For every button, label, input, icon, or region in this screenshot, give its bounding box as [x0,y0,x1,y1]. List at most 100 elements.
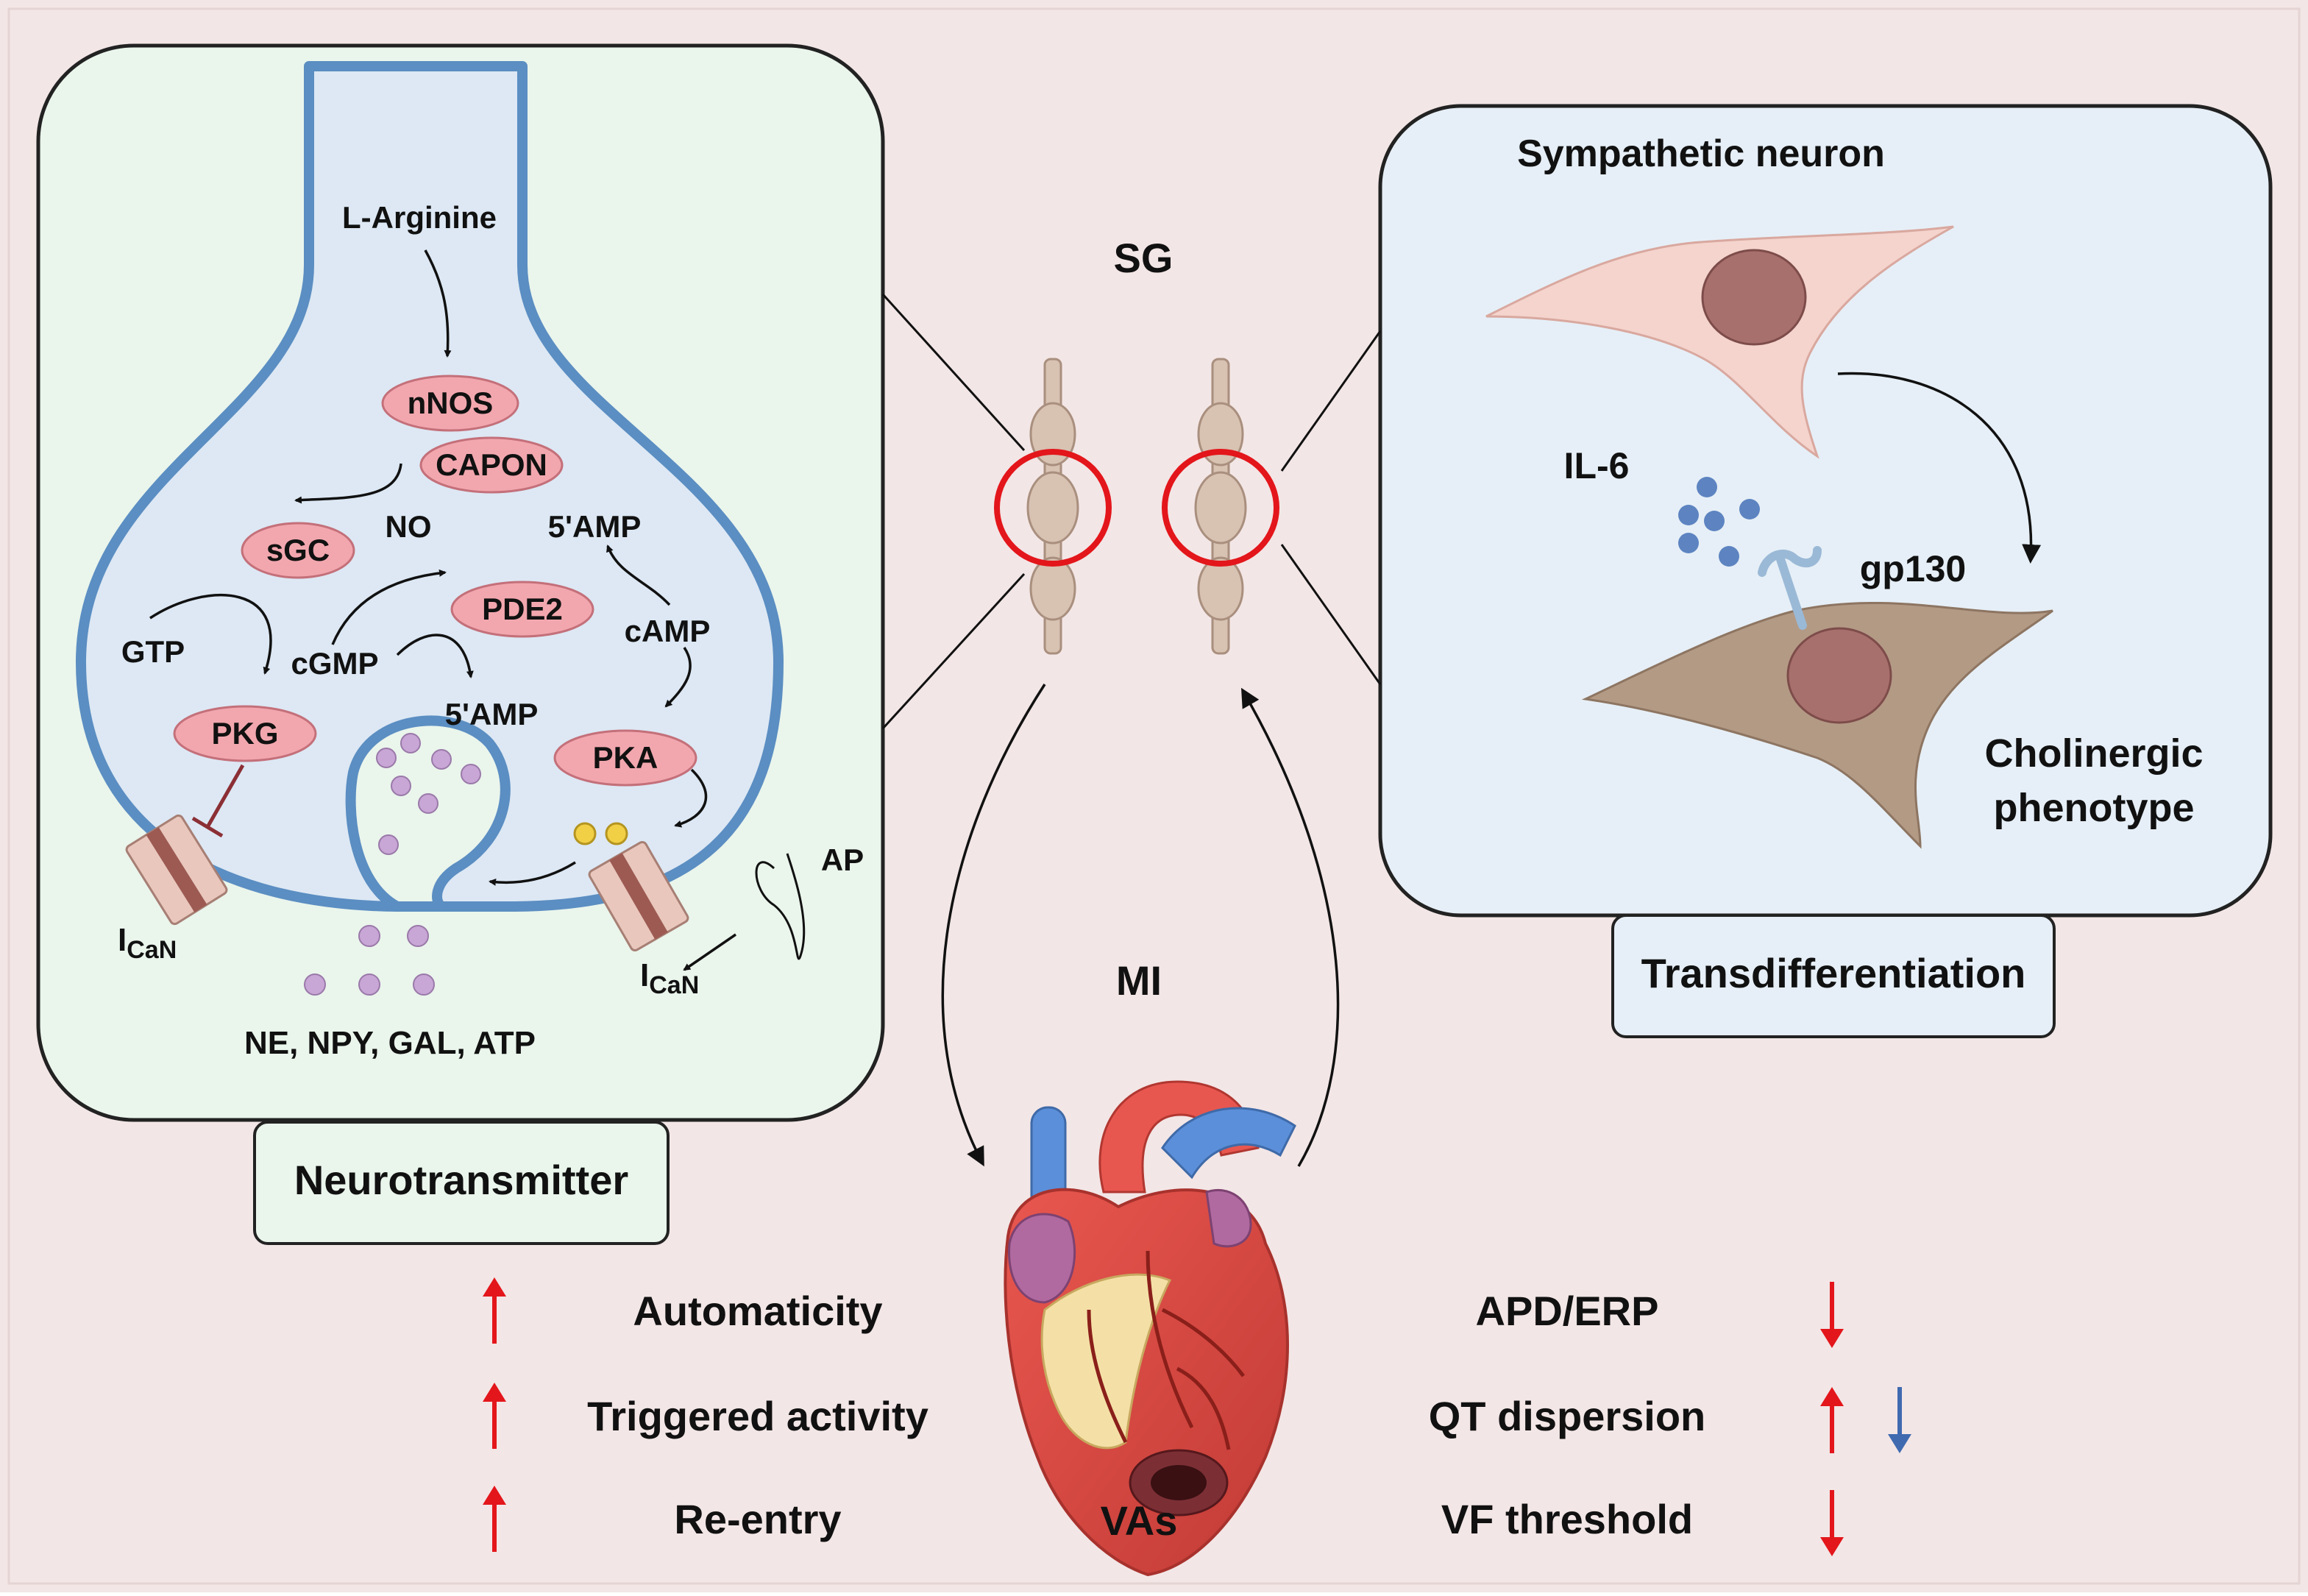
il6-molecules [1678,477,1760,567]
connector-lines [881,293,1382,730]
pulmonary-artery [1161,1107,1296,1180]
effect-arrow-up [483,1277,506,1344]
label-5amp-mid: 5'AMP [445,697,539,731]
label-mi: MI [1116,957,1162,1004]
arrow-channel-release [489,861,576,886]
transdifferentiation-title: Transdifferentiation [1641,950,2026,996]
effects-right: APD/ERP QT dispersion VF threshold [1429,1282,1911,1556]
calcium-ion-dot [573,822,597,845]
arrow-camp-pka [664,647,692,708]
label-capon: CAPON [436,447,547,482]
label-pkg: PKG [211,716,278,751]
effect-label-qt-dispersion: QT dispersion [1429,1393,1706,1439]
axon-terminal [76,61,784,912]
sg-highlight-left [994,449,1112,567]
label-camp: cAMP [625,614,711,648]
action-potential-wave [755,853,806,960]
effect-label-reentry: Re-entry [674,1496,841,1542]
arrow-ap-ican [683,933,736,971]
ganglion-chain-right [1194,358,1247,655]
sgc-enzyme [241,522,355,579]
background-frame [7,7,2301,1585]
infarct-core [1151,1465,1207,1500]
vesicle [358,973,380,996]
vesicle [431,749,452,770]
label-pka: PKA [593,740,658,775]
sympathetic-neuron-cell [1485,225,1954,459]
label-ap: AP [821,843,864,877]
vesicle [358,925,380,947]
label-no: NO [386,509,432,544]
label-vas: VAs [1101,1497,1178,1544]
pkg-enzyme [173,705,317,762]
vesicle [378,834,399,855]
calcium-channel-left [125,814,228,926]
label-il6: IL-6 [1564,445,1630,486]
label-cgmp: cGMP [291,646,378,681]
effect-arrow-up [483,1486,506,1552]
right-atrium [1008,1213,1076,1304]
label-ican-right: ICaN [640,957,699,999]
sg-highlight-right [1162,449,1279,567]
heart-illustration [1004,1080,1296,1577]
label-l-arginine: L-Arginine [342,200,497,235]
effect-arrow-up [483,1383,506,1449]
epicardial-fat [1040,1273,1172,1450]
arrow-gtp-pkg [149,594,272,675]
neurotransmitter-label-box: Neurotransmitter [253,1121,670,1245]
vesicle [461,764,481,784]
effect-label-triggered-activity: Triggered activity [587,1393,928,1439]
arrow-sg-to-heart [941,684,1046,1167]
sympathetic-nucleus [1701,249,1807,346]
arrow-camp-5amp [606,545,671,606]
arrow-nnos-sgc [294,463,402,504]
effect-arrow-up [1820,1387,1844,1453]
label-phenotype: phenotype [1993,786,2194,830]
label-5amp-top: 5'AMP [548,509,642,544]
effect-label-vf-threshold: VF threshold [1441,1496,1693,1542]
label-gp130: gp130 [1860,548,1967,589]
neurotransmitter-panel: L-Arginine nNOS CAPON sGC NO 5'AMP PDE2 … [36,43,885,1122]
vesicle [304,973,326,996]
label-sympathetic-neuron: Sympathetic neuron [1517,132,1885,175]
arrow-pka-channel [674,768,708,828]
vesicles [304,733,481,996]
vesicle [391,776,411,796]
arrow-pde2-5amp [396,634,474,678]
neurotransmitter-title: Neurotransmitter [294,1157,628,1203]
label-ican-left: ICaN [118,922,177,964]
vesicle [376,748,397,768]
coronary-vessels [1087,1250,1245,1450]
transdifferentiation-panel: Sympathetic neuron IL-6 gp130 Cholinergi… [1378,104,2273,918]
pathway-arrows [149,249,736,971]
gp130-receptor [1758,546,1822,630]
cholinergic-nucleus [1786,627,1892,724]
calcium-ion-dot [605,822,628,845]
effect-arrow-down [1820,1282,1844,1348]
effect-arrow-down [1820,1490,1844,1556]
transdifferentiation-label-box: Transdifferentiation [1611,914,2056,1038]
capon-enzyme [419,436,564,494]
pde2-enzyme [450,581,594,638]
label-gtp: GTP [121,634,185,669]
vesicle [407,925,429,947]
nnos-enzyme [381,375,519,432]
label-transmitters: NE, NPY, GAL, ATP [244,1025,536,1061]
pkg-inhibition [191,764,245,838]
label-pde2: PDE2 [482,592,563,626]
effect-label-apd-erp: APD/ERP [1476,1288,1659,1334]
pka-enzyme [553,729,697,787]
label-sg: SG [1114,235,1173,281]
effect-arrow-down-secondary [1888,1387,1911,1453]
arrow-heart-to-sg [1241,687,1340,1167]
arrow-cgmp-pde2 [331,569,447,645]
label-cholinergic: Cholinergic [1984,731,2203,776]
vesicle [418,793,438,814]
arrow-larginine-nnos [424,249,452,358]
label-sgc: sGC [266,533,330,567]
left-atrium [1205,1188,1252,1248]
vesicle [413,973,435,996]
